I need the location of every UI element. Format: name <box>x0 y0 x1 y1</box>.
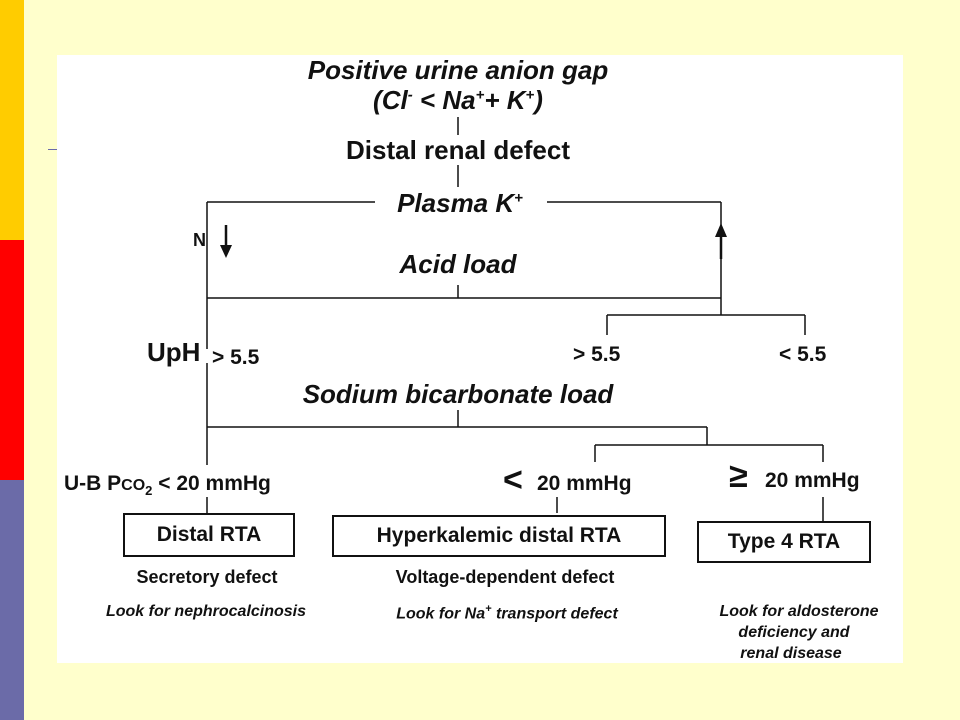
right-lt-label: < 5.5 <box>779 343 827 366</box>
n-label: N <box>193 230 206 250</box>
hyperkalemic-distal-rta-box: Hyperkalemic distal RTA <box>332 515 666 557</box>
uph-gt-label: > 5.5 <box>212 346 260 369</box>
flowchart-card: Positive urine anion gap (Cl- < Na++ K+)… <box>57 55 903 663</box>
secretory-defect-label: Secretory defect <box>136 567 278 587</box>
sidebar-accent-purple <box>0 480 24 720</box>
acid-load-label: Acid load <box>399 249 517 279</box>
voltage-dependent-defect-label: Voltage-dependent defect <box>395 567 615 587</box>
look-nephrocalcinosis-label: Look for nephrocalcinosis <box>105 603 307 620</box>
right-gt-label: > 5.5 <box>573 343 621 366</box>
sodium-bicarbonate-load-label: Sodium bicarbonate load <box>302 379 614 409</box>
sidebar-accent-red <box>0 240 24 480</box>
look-aldosterone-line-3: renal disease <box>740 645 842 662</box>
title-line-1: Positive urine anion gap <box>307 55 609 85</box>
distal-rta-box: Distal RTA <box>123 513 295 557</box>
lt-symbol: < <box>503 461 523 499</box>
distal-renal-defect-label: Distal renal defect <box>346 135 570 165</box>
look-na-transport-label: Look for Na+ transport defect <box>396 603 618 623</box>
right-mmhg-label: 20 mmHg <box>765 469 860 492</box>
slide-decor-line <box>48 149 58 150</box>
sidebar-accent-yellow <box>0 0 24 240</box>
uph-label: UpH <box>147 337 201 367</box>
type-4-rta-box: Type 4 RTA <box>697 521 871 563</box>
ub-pco2-label: U-B PCO2 < 20 mmHg <box>64 472 271 499</box>
look-aldosterone-line-1: Look for aldosterone <box>719 603 879 620</box>
flowchart-connectors <box>206 117 824 527</box>
ge-symbol: ≥ <box>729 457 748 495</box>
plasma-k-label: Plasma K+ <box>397 188 523 218</box>
look-aldosterone-line-2: deficiency and <box>738 624 850 641</box>
arrow-up-icon <box>715 223 727 259</box>
arrow-down-icon <box>220 225 232 258</box>
title-line-2: (Cl- < Na++ K+) <box>373 85 543 115</box>
mid-mmhg-label: 20 mmHg <box>537 472 632 495</box>
